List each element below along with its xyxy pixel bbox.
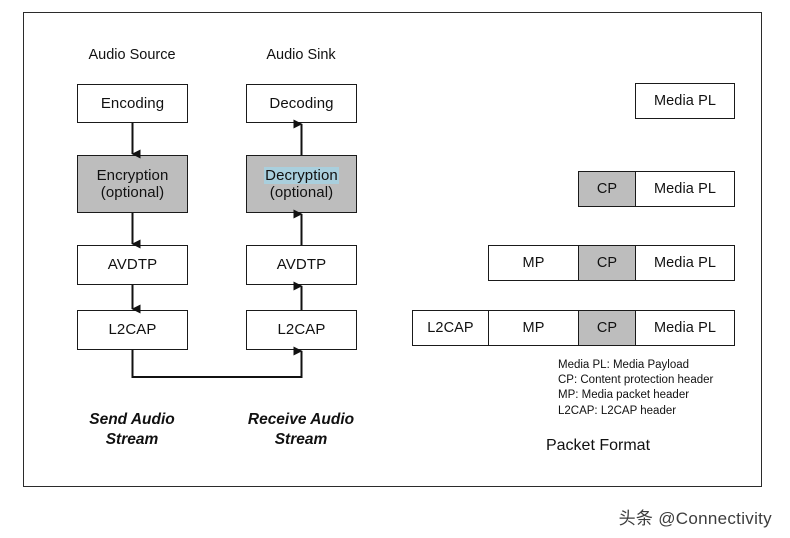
packet-row1-cell-media-pl[interactable]: Media PL [635, 83, 735, 119]
source-box-encoding[interactable]: Encoding [77, 84, 188, 123]
packet-row1-cell-media-pl-label: Media PL [653, 92, 717, 109]
packet-row4-cell-media-pl-label: Media PL [653, 319, 717, 336]
source-box-avdtp-label: AVDTP [107, 256, 158, 274]
sink-box-decryption-label: Decryption [264, 166, 339, 184]
sink-box-decryption[interactable]: Decryption (optional) [246, 155, 357, 213]
source-box-encryption-label: Encryption [96, 166, 169, 184]
sink-box-l2cap[interactable]: L2CAP [246, 310, 357, 350]
packet-row3-cell-cp-label: CP [596, 254, 618, 271]
flow-label-send-line2: Stream [105, 430, 159, 448]
flow-label-send-line1: Send Audio [89, 411, 175, 428]
packet-row4-cell-mp[interactable]: MP [488, 310, 579, 346]
packet-legend: Media PL: Media Payload CP: Content prot… [558, 358, 713, 419]
flow-label-send-audio-stream: Send Audio Stream [62, 410, 202, 450]
column-title-audio-sink: Audio Sink [266, 47, 336, 63]
packet-legend-line-cp: CP: Content protection header [558, 374, 714, 387]
packet-row2-cell-media-pl-label: Media PL [653, 180, 717, 197]
sink-box-decoding[interactable]: Decoding [246, 84, 357, 123]
packet-row3-cell-media-pl[interactable]: Media PL [635, 245, 735, 281]
packet-row3-cell-media-pl-label: Media PL [653, 254, 717, 271]
packet-row3-cell-cp[interactable]: CP [578, 245, 636, 281]
packet-row4-cell-l2cap[interactable]: L2CAP [412, 310, 489, 346]
packet-row3-cell-mp-label: MP [522, 254, 545, 271]
flow-label-receive-audio-stream: Receive Audio Stream [231, 410, 371, 450]
packet-row3-cell-mp[interactable]: MP [488, 245, 579, 281]
packet-row4-cell-l2cap-label: L2CAP [427, 319, 474, 336]
source-box-encoding-label: Encoding [100, 94, 165, 112]
packet-legend-line-mp: MP: Media packet header [558, 389, 690, 402]
source-box-encryption[interactable]: Encryption (optional) [77, 155, 188, 213]
sink-box-decoding-label: Decoding [269, 94, 334, 112]
flow-label-receive-line2: Stream [274, 430, 328, 448]
source-box-l2cap-label: L2CAP [108, 321, 157, 339]
packet-row4-cell-cp[interactable]: CP [578, 310, 636, 346]
packet-row2-cell-media-pl[interactable]: Media PL [635, 171, 735, 207]
column-title-audio-source: Audio Source [88, 47, 176, 63]
packet-row4-cell-mp-label: MP [522, 319, 545, 336]
source-box-avdtp[interactable]: AVDTP [77, 245, 188, 285]
packet-row4-cell-media-pl[interactable]: Media PL [635, 310, 735, 346]
packet-format-caption: Packet Format [545, 437, 651, 454]
watermark-text: 头条 @Connectivity [618, 509, 772, 528]
packet-row2-cell-cp[interactable]: CP [578, 171, 636, 207]
sink-box-l2cap-label: L2CAP [277, 321, 326, 339]
source-box-encryption-sublabel: (optional) [100, 184, 165, 201]
sink-box-avdtp-label: AVDTP [276, 256, 327, 274]
source-box-l2cap[interactable]: L2CAP [77, 310, 188, 350]
sink-box-decryption-sublabel: (optional) [269, 184, 334, 201]
packet-row2-cell-cp-label: CP [596, 180, 618, 197]
packet-row4-cell-cp-label: CP [596, 319, 618, 336]
packet-legend-line-l2cap: L2CAP: L2CAP header [558, 404, 677, 417]
packet-legend-line-media-pl: Media PL: Media Payload [558, 359, 690, 371]
flow-label-receive-line1: Receive Audio [247, 411, 355, 428]
sink-box-avdtp[interactable]: AVDTP [246, 245, 357, 285]
